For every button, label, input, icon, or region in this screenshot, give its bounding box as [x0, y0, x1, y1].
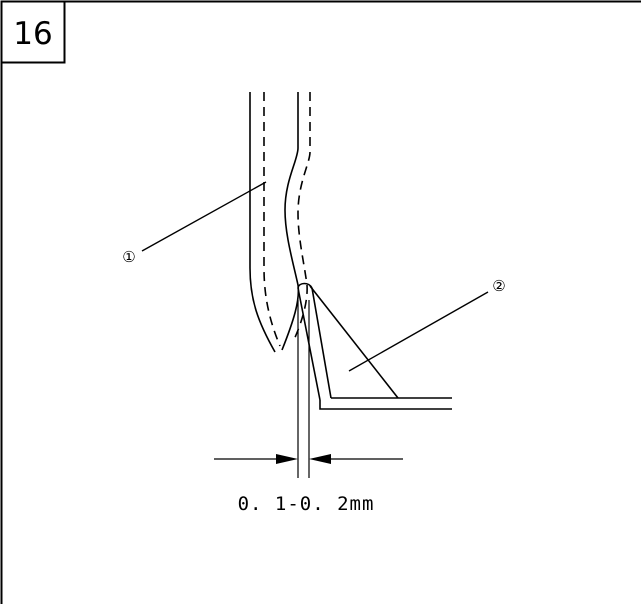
callout-1: ①	[122, 248, 135, 266]
hook-blade-bevel	[309, 285, 399, 399]
hook-outer-edge	[311, 287, 332, 399]
leader-line-1	[141, 181, 267, 252]
dimension-label: 0. 1-0. 2mm	[238, 493, 375, 515]
leader-line-2	[348, 291, 489, 372]
figure-number-box	[0, 0, 66, 64]
looper-hook	[297, 282, 452, 410]
hook-tip	[297, 282, 313, 289]
figure-number: 16	[13, 16, 52, 52]
dimension-arrow-right	[309, 454, 331, 464]
clearance-dimension	[214, 300, 403, 478]
hook-blade-bottom	[319, 400, 452, 410]
needle-right-dashed	[292, 92, 311, 343]
needle-groove-dashed	[263, 92, 281, 347]
dimension-arrow-left	[276, 454, 298, 464]
needle-left-wall	[249, 92, 276, 353]
needle-right-wall	[281, 92, 300, 351]
callout-2: ②	[492, 277, 505, 295]
needle	[249, 92, 311, 353]
